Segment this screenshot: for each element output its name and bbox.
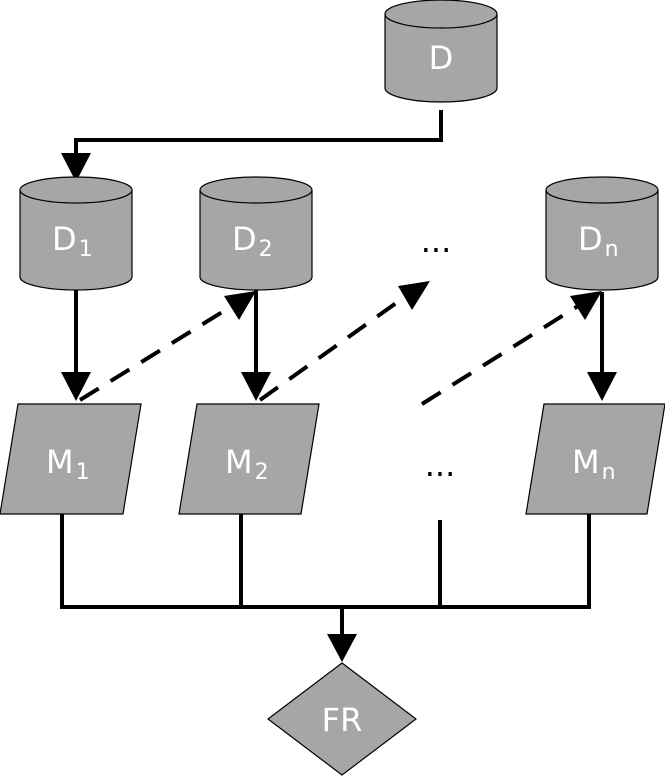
dashed-arrow-prev-to-dn: [420, 304, 580, 406]
model-m1-label: M1: [46, 443, 90, 485]
dataset-d1: D1: [19, 176, 133, 291]
dashed-arrow-m2-to-next: [258, 294, 408, 402]
dashed-arrowhead-m1-to-d2: [224, 291, 256, 320]
arrowhead-to-result: [327, 634, 357, 662]
arrowhead-d2-to-m2: [241, 372, 271, 401]
connector-d-to-d1: [74, 110, 443, 160]
dataset-d2-label: D2: [232, 220, 273, 262]
dataset-d2: D2: [199, 176, 313, 291]
final-result-label: FR: [322, 701, 363, 739]
model-m2-label: M2: [225, 443, 269, 485]
arrowhead-dn-to-mn: [587, 372, 617, 401]
final-result: FR: [267, 662, 417, 776]
model-mn: Mn: [525, 403, 665, 515]
dashed-arrowhead-m2-to-next: [398, 281, 430, 310]
model-mn-label: Mn: [572, 443, 616, 485]
source-database-label: D: [429, 39, 454, 77]
arrowhead-d1-to-m1: [61, 372, 91, 401]
dashed-arrowhead-prev-to-dn: [570, 291, 602, 320]
ellipsis-datasets: ...: [421, 222, 452, 260]
dataset-dn-label: Dn: [578, 220, 619, 262]
dashed-arrow-m1-to-d2: [78, 304, 234, 402]
dataset-dn: Dn: [545, 176, 659, 291]
arrowhead-d-to-d1: [61, 153, 91, 182]
source-database-d: D: [384, 0, 498, 103]
ellipsis-models: ...: [425, 446, 456, 484]
dataset-d1-label: D1: [52, 220, 93, 262]
model-m1: M1: [0, 403, 142, 515]
model-m2: M2: [178, 403, 320, 515]
